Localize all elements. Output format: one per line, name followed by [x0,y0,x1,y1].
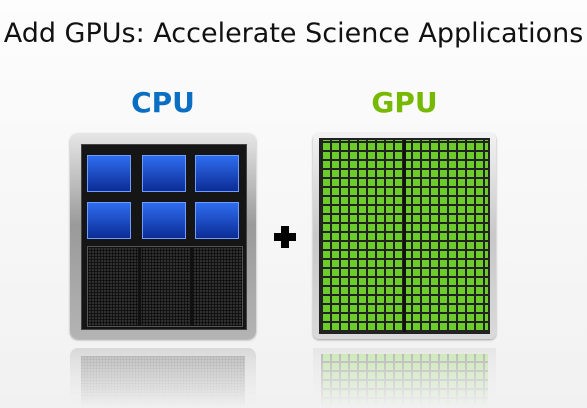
cpu-core [142,155,186,192]
cache-divider [190,247,193,326]
gpu-reflection-die [321,354,488,408]
cpu-chip [70,133,256,339]
cpu-cache [87,246,243,327]
cache-divider [138,247,141,326]
gpu-die [319,138,490,334]
cpu-core [87,202,131,239]
cpu-core [195,202,239,239]
slide-title: Add GPUs: Accelerate Science Application… [3,18,584,49]
cpu-core [142,202,186,239]
gpu-chip [313,133,496,339]
gpu-label: GPU [371,86,438,119]
cpu-reflection [70,348,256,408]
plus-icon [274,226,296,248]
cpu-reflection-frame [70,348,256,408]
gpu-divider [403,140,406,332]
cpu-label: CPU [131,86,195,119]
cpu-core [87,155,131,192]
cpu-core [195,155,239,192]
gpu-reflection-frame [313,348,496,408]
gpu-reflection [313,348,496,408]
cpu-reflection-die [81,356,245,408]
cpu-die [81,144,247,330]
